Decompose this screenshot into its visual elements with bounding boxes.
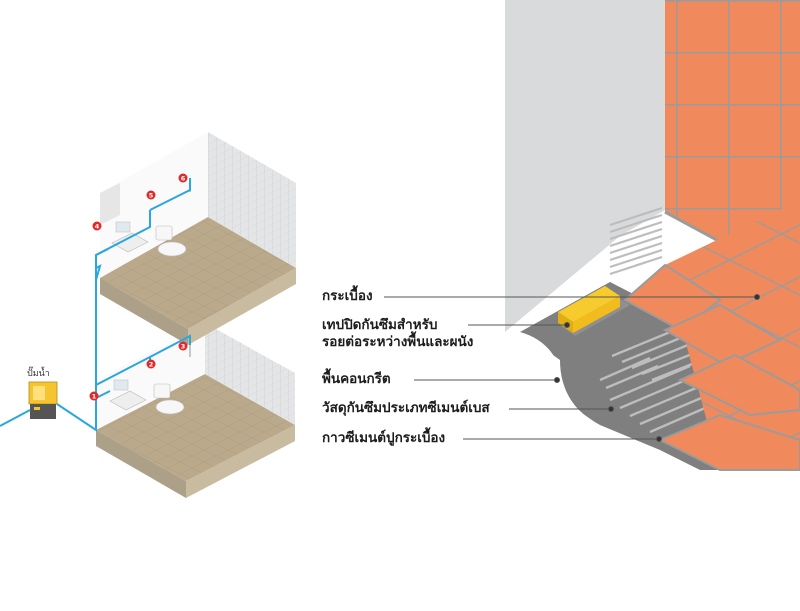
marker-5: 5 (146, 190, 156, 200)
label-adhesive: กาวซีเมนต์ปูกระเบื้อง (322, 430, 446, 446)
label-waterproof: วัสดุกันซึมประเภทซีเมนต์เบส (322, 400, 490, 416)
upper-bathroom (100, 132, 296, 345)
adhesive-stripes-wall (609, 206, 663, 276)
marker-2: 2 (146, 359, 156, 369)
svg-text:6: 6 (181, 175, 186, 183)
leader-lines (384, 294, 760, 442)
svg-text:3: 3 (181, 343, 186, 351)
waterproof-cutaway (505, 0, 800, 471)
marker-3: 3 (178, 341, 188, 351)
label-tape-line2: รอยต่อระหว่างพื้นและผนัง (322, 334, 474, 350)
svg-text:1: 1 (92, 393, 97, 401)
adhesive-stripes-floor (599, 328, 729, 434)
label-concrete: พื้นคอนกรีต (322, 371, 391, 387)
marker-1: 1 (89, 391, 99, 401)
lower-bathroom (96, 323, 295, 498)
svg-text:4: 4 (95, 223, 100, 231)
marker-4: 4 (92, 221, 102, 231)
marker-6: 6 (178, 173, 188, 183)
water-pump (28, 381, 58, 419)
svg-text:5: 5 (149, 192, 154, 200)
pump-label: ปั๊มน้ำ (27, 369, 50, 379)
svg-text:2: 2 (149, 361, 154, 369)
plumbing-building: 1 2 3 4 5 6 (0, 132, 296, 498)
label-tape-line1: เทปปิดกันซึมสำหรับ (322, 317, 438, 333)
label-tile: กระเบื้อง (322, 288, 373, 304)
